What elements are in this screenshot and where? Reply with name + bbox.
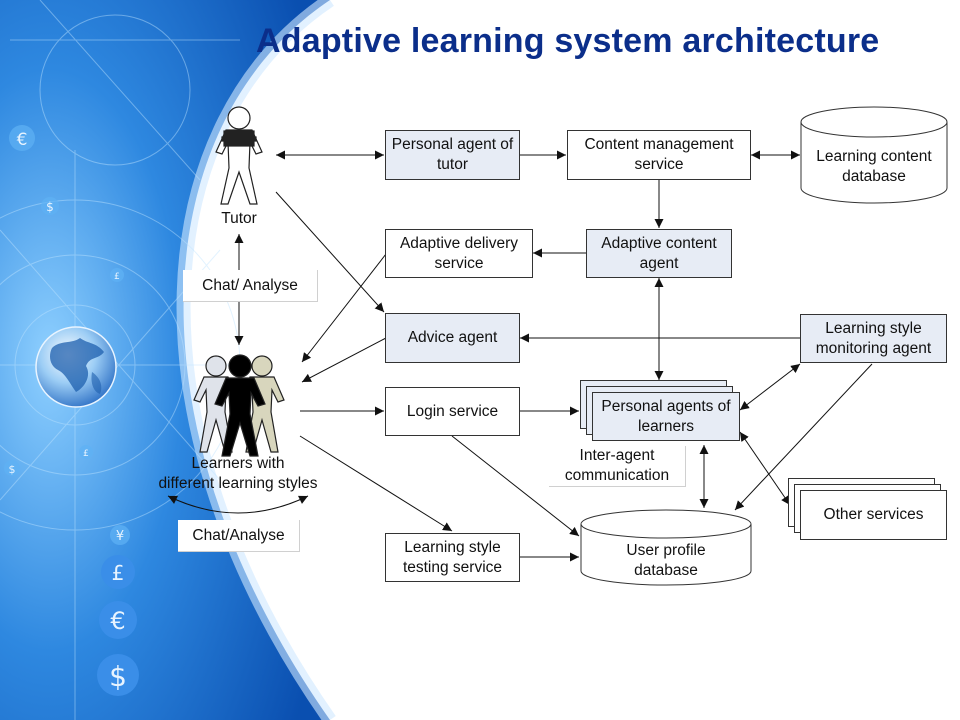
edge-login-profile	[451, 435, 580, 537]
user-profile-database[interactable]: User profile database	[626, 542, 706, 579]
adaptive-content-agent-box[interactable]: Adaptive content agent	[586, 229, 732, 278]
edge-learners-testing	[299, 435, 453, 532]
personal-agent-of-tutor-box[interactable]: Personal agent of tutor	[385, 130, 520, 180]
edge-personal-monitoring	[739, 363, 801, 411]
learners-label-line1: Learners with	[191, 455, 285, 472]
pound-icon: £	[83, 449, 89, 459]
inter-agent-communication-label: Inter-agent communication	[549, 446, 686, 487]
learning-style-testing-service-box[interactable]: Learning style testing service	[385, 533, 520, 582]
adaptive-delivery-service-box[interactable]: Adaptive delivery service	[385, 229, 533, 278]
personal-agents-of-learners-box[interactable]: Personal agents of learners	[592, 392, 740, 441]
edge-advice-learners	[301, 337, 387, 383]
dollar-icon: $	[109, 660, 127, 693]
learning-content-db-shape	[800, 106, 948, 204]
learning-style-monitoring-agent-box[interactable]: Learning style monitoring agent	[800, 314, 947, 363]
yen-icon: ¥	[116, 529, 124, 544]
dollar-icon: $	[9, 463, 16, 476]
dollar-icon: $	[46, 200, 54, 214]
advice-agent-box[interactable]: Advice agent	[385, 313, 520, 363]
tutor-label: Tutor	[221, 210, 257, 227]
pound-icon: £	[114, 272, 120, 282]
pound-icon: £	[112, 561, 125, 585]
page-title: Adaptive learning system architecture	[256, 22, 880, 60]
user-profile-db-shape	[580, 509, 752, 586]
other-services-box[interactable]: Other services	[800, 490, 947, 540]
learners-label-line2: different learning styles	[158, 475, 318, 492]
globe-icon	[35, 326, 117, 408]
euro-icon: €	[110, 607, 125, 635]
learning-content-database[interactable]: Learning content database	[816, 148, 932, 185]
edge-learners-chat	[167, 495, 309, 514]
edge-monitoring-profile	[734, 363, 873, 511]
login-service-box[interactable]: Login service	[385, 387, 520, 436]
edge-personal-other	[739, 431, 791, 506]
chat-analyse-bottom-label: Chat/Analyse	[178, 520, 300, 552]
edge-tutor-advice	[275, 191, 385, 313]
content-management-service-box[interactable]: Content management service	[567, 130, 751, 180]
edge-delivery-learners	[301, 253, 387, 363]
learners-figure	[193, 354, 285, 457]
chat-analyse-top-label: Chat/ Analyse	[183, 270, 318, 302]
learners-label: Learners with different learning styles	[148, 454, 328, 494]
euro-icon: €	[17, 130, 28, 150]
tutor-figure	[215, 106, 263, 205]
